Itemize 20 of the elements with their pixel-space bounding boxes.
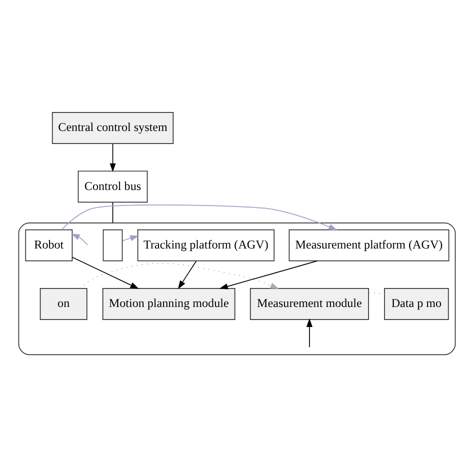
arrow (110, 143, 116, 172)
node-box: Central control system (52, 112, 174, 144)
node-box: Robot (25, 229, 73, 262)
arrow (72, 256, 139, 289)
node-box: Data p mo (384, 288, 449, 320)
node-box: Control bus (78, 170, 148, 203)
node-box: Tracking platform (AGV) (137, 229, 275, 262)
node-box: on (40, 288, 88, 320)
arrow (79, 262, 279, 289)
arrow (219, 260, 318, 290)
node-box: Motion planning module (102, 288, 236, 320)
arrow (178, 260, 197, 290)
arrow (122, 235, 139, 242)
connector (112, 202, 114, 224)
arrow (61, 204, 338, 230)
node-box: Measurement platform (AGV) (288, 229, 450, 262)
node-box: Measurement module (250, 288, 369, 320)
arrow (71, 234, 88, 246)
arrow (306, 318, 312, 348)
node-box (102, 229, 123, 262)
